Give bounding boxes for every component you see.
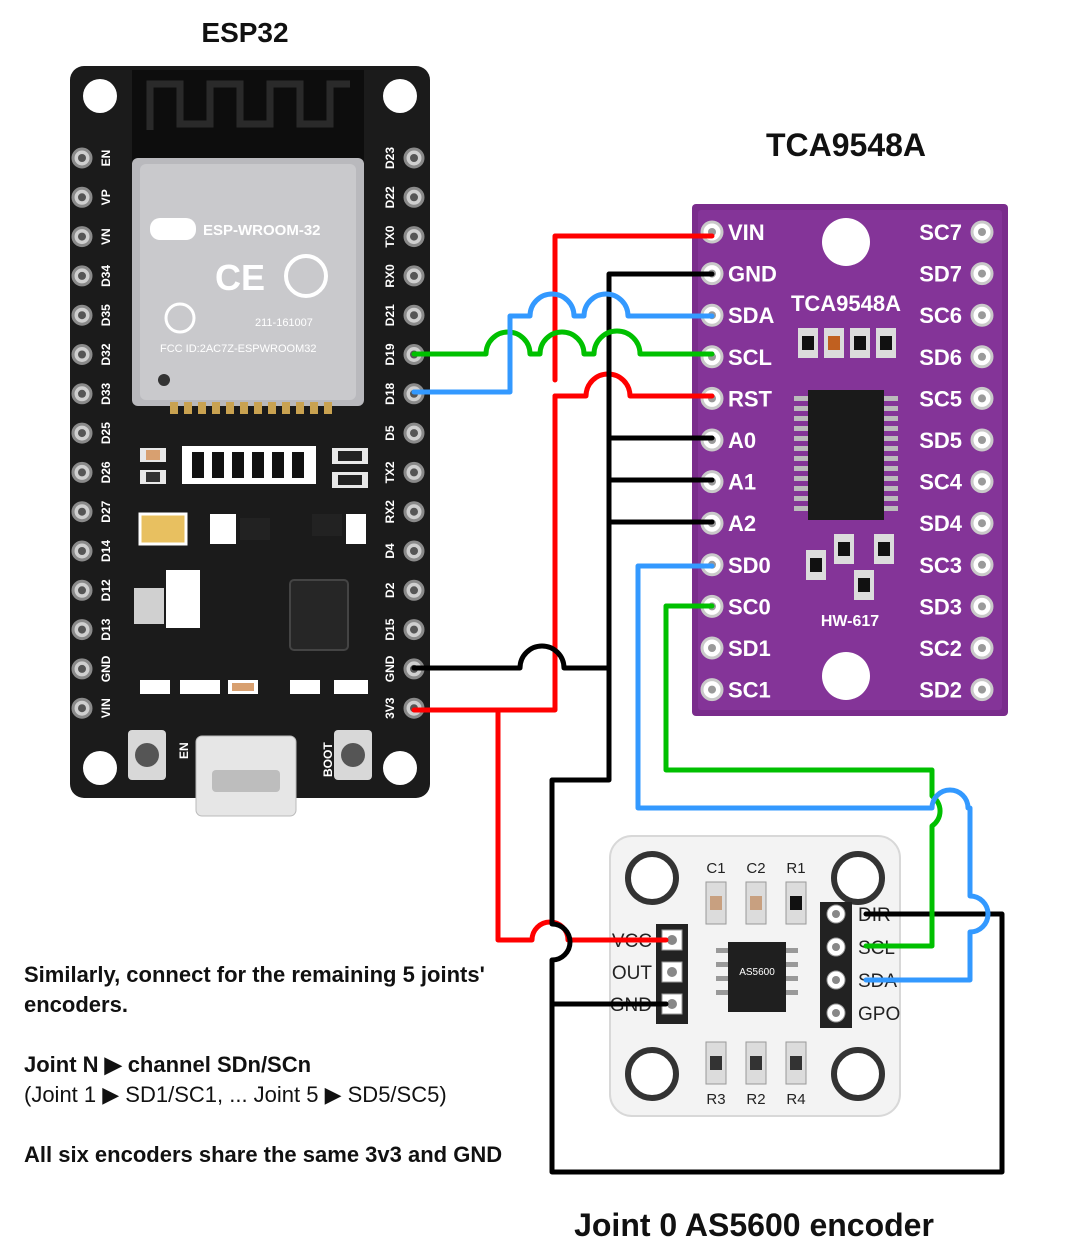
tca-pin-label: SC1	[728, 678, 771, 703]
as5600-chip-label: AS5600	[739, 967, 775, 978]
esp32-pin-label: D14	[99, 540, 113, 562]
fcc-id: FCC ID:2AC7Z-ESPWROOM32	[160, 343, 316, 355]
tca-pin-label: SC7	[919, 220, 962, 245]
as5600-part-label: R3	[706, 1091, 725, 1108]
tca-pin-label: SC4	[919, 470, 963, 495]
tca-pin-label: SC2	[919, 636, 962, 661]
esp32-pin-label: VIN	[99, 698, 113, 718]
tca-pin-label: SC6	[919, 303, 962, 328]
tca-board-label: TCA9548A	[791, 291, 901, 316]
tca-pin-label: SDA	[728, 303, 775, 328]
esp32-pin-label: 3V3	[383, 697, 397, 719]
tca-pin-label: SD3	[919, 594, 962, 619]
wire-d19-to-tca-scl	[411, 328, 715, 357]
note-joint-channel: Joint N ▶ channel SDn/SCn	[24, 1052, 312, 1077]
esp32-pin-label: D26	[99, 461, 113, 483]
esp32-pin-label: D5	[383, 425, 397, 441]
esp32-pin-label: RX2	[383, 500, 397, 524]
esp32-pin-label: D19	[383, 343, 397, 365]
tca-pin-label: SD6	[919, 345, 962, 370]
esp32-pin-label: EN	[99, 150, 113, 167]
as5600-part-label: R1	[786, 860, 805, 877]
tca-pin-label: SD5	[919, 428, 962, 453]
tca-pin-label: SD0	[728, 553, 771, 578]
esp32-pin-label: D2	[383, 582, 397, 598]
esp32-pin-label: D21	[383, 304, 397, 326]
wifi-logo: Wi Fi	[156, 222, 189, 238]
boot-button-label: BOOT	[321, 742, 335, 777]
wire-gnd-to-tca-gnd	[411, 271, 715, 671]
esp32-pin-label: D25	[99, 422, 113, 444]
wires	[411, 233, 1005, 1175]
ce-mark: CE	[215, 257, 265, 298]
esp32-pin-label: D15	[383, 618, 397, 640]
tca-pin-label: A0	[728, 428, 756, 453]
cert-number: 211-161007	[255, 317, 313, 329]
certification-icon	[164, 302, 196, 334]
esp32-pin-label: RX0	[383, 264, 397, 288]
esp32-pin-label: D18	[383, 382, 397, 404]
esp32-pin-label: D32	[99, 343, 113, 365]
as5600-part-label: R4	[786, 1091, 805, 1108]
esp32-pin-label: GND	[99, 655, 113, 682]
tca-pin-label: SD4	[919, 511, 963, 536]
tca-chip	[808, 390, 884, 520]
tca-pin-label: GND	[728, 262, 777, 287]
as5600-pin-label: GPO	[858, 1004, 900, 1025]
tca-pin-label: SC5	[919, 386, 962, 411]
tca-pin-label: SCL	[728, 345, 772, 370]
esp32-pin-label: TX2	[383, 461, 397, 483]
as5600-part-label: R2	[746, 1091, 765, 1108]
as5600-chip	[728, 942, 786, 1012]
esp32-pin-label: TX0	[383, 225, 397, 247]
en-button-label: EN	[177, 742, 191, 759]
tca-model: HW-617	[821, 613, 879, 630]
as5600-part-label: C1	[706, 860, 725, 877]
esp32-pin-label: D22	[383, 186, 397, 208]
esp32-pin-label: D23	[383, 147, 397, 169]
as5600-part-label: C2	[746, 860, 765, 877]
esp32-pin-label: VP	[99, 189, 113, 205]
tca9548a-board: TCA9548A HW-617 VIN GND SDA SCL RST A0A1A2SD0…	[692, 204, 1008, 716]
wire-gnd-to-as5600-gnd	[549, 665, 1005, 1175]
note-shared-power: All six encoders share the same 3v3 and …	[24, 1142, 503, 1167]
esp32-pin-label: D33	[99, 382, 113, 404]
esp32-pin-label: D12	[99, 579, 113, 601]
note-remaining-joints: Similarly, connect for the remaining 5 j…	[24, 962, 485, 1017]
module-name: ESP-WROOM-32	[203, 222, 321, 239]
tca-pin-label: RST	[728, 386, 773, 411]
esp32-pin-label: D27	[99, 500, 113, 522]
tca-pin-label: SD2	[919, 678, 962, 703]
esp32-pin-label: D4	[383, 543, 397, 559]
tca-pin-label: A2	[728, 511, 756, 536]
esp32-board: Wi Fi ESP-WROOM-32 CE 211-161007 FCC ID:…	[70, 66, 430, 817]
esp32-pin-label: GND	[383, 655, 397, 682]
wire-d18-to-tca-sda	[411, 291, 715, 395]
wire-rst	[552, 371, 715, 399]
encoder-title: Joint 0 AS5600 encoder	[574, 1207, 934, 1243]
esp32-pin-label: D13	[99, 618, 113, 640]
tca-pin-label: SC0	[728, 594, 771, 619]
esp32-pin-label: D35	[99, 304, 113, 326]
wire-sd0-to-as5600-sda	[635, 563, 991, 983]
as5600-pin-label: OUT	[612, 963, 653, 984]
tca-title: TCA9548A	[766, 127, 926, 163]
esp32-pin-label: D34	[99, 265, 113, 287]
tca-pin-label: SD1	[728, 636, 771, 661]
tca-pin-label: SC3	[919, 553, 962, 578]
tca-pin-label: A1	[728, 470, 756, 495]
espressif-logo-icon	[284, 254, 328, 298]
esp32-title: ESP32	[201, 17, 288, 48]
note-joint-examples: (Joint 1 ▶ SD1/SC1, ... Joint 5 ▶ SD5/SC…	[24, 1082, 447, 1107]
wire-sc0-to-as5600-scl	[663, 603, 943, 949]
tca-pin-label: VIN	[728, 220, 765, 245]
esp32-pin-label: VN	[99, 228, 113, 245]
tca-pin-label: SD7	[919, 262, 962, 287]
